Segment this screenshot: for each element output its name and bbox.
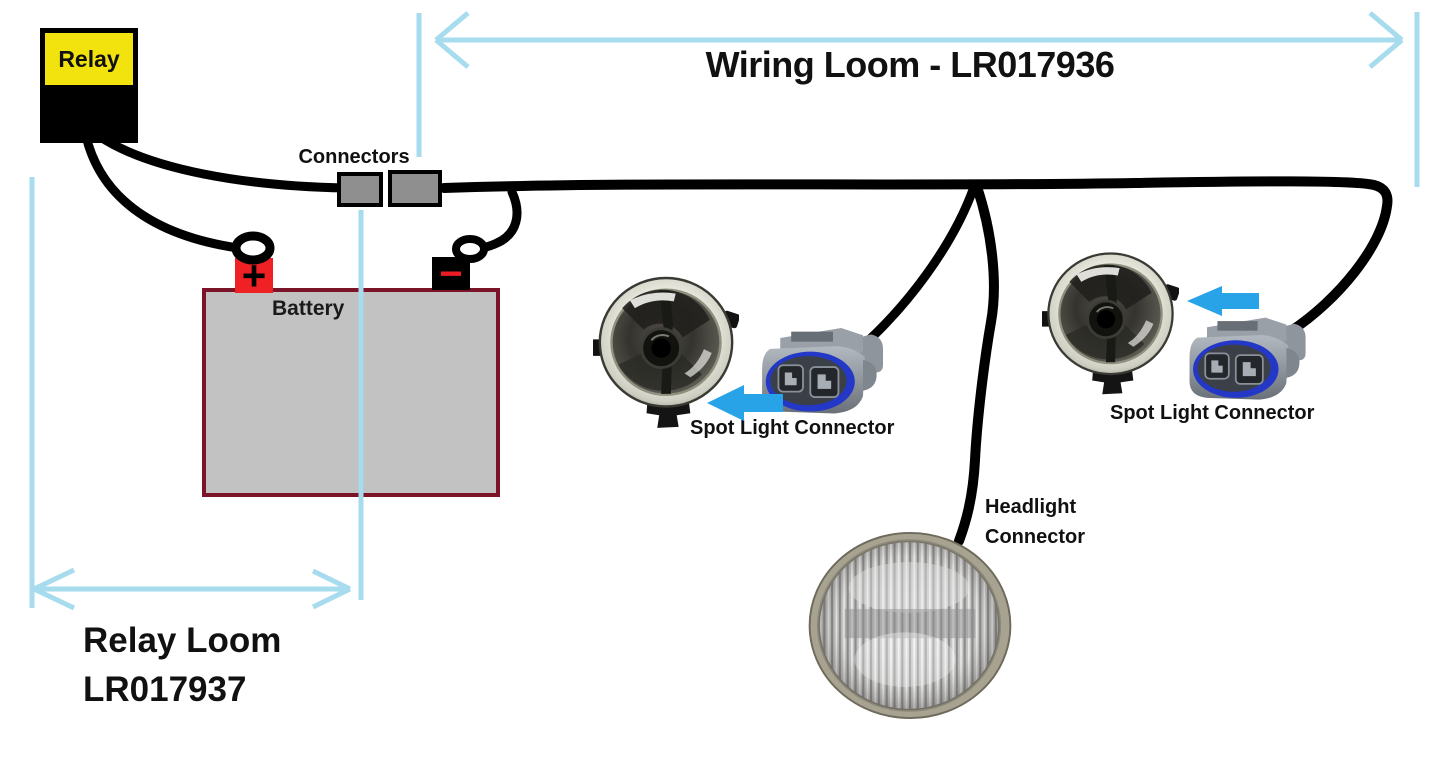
relay: Relay: [40, 28, 138, 143]
spot-light-connector-label-right: Spot Light Connector: [1110, 402, 1315, 424]
headlight-connector-label: Headlight Connector: [985, 496, 1085, 548]
wiring-loom-arrow: [434, 11, 1404, 69]
relay-label: Relay: [58, 45, 120, 72]
relay-label-plate: Relay: [45, 33, 133, 85]
battery-box: [202, 288, 500, 497]
negative-ring-terminal: [452, 235, 488, 263]
connectors-label: Connectors: [298, 146, 410, 168]
spot-arrow-left-icon: [707, 385, 783, 421]
wire-branch-to-headlight: [954, 182, 999, 546]
spot-light-right: [1042, 247, 1179, 398]
spot-light-connector-label-left: Spot Light Connector: [690, 417, 895, 439]
spot-arrow-right-icon: [1187, 286, 1259, 316]
wire-relay-to-positive-terminal: [81, 131, 243, 253]
relay-loom-arrow: [32, 567, 352, 611]
headlight: [806, 531, 1014, 721]
battery-label: Battery: [272, 297, 345, 320]
wire-branch-to-left-spot-connector: [853, 182, 979, 355]
positive-ring-terminal: [231, 231, 275, 265]
wire-main-loom: [439, 176, 1393, 336]
connector-box-2: [388, 170, 442, 207]
spot-light-connector-right: [1180, 308, 1316, 404]
negative-terminal: −: [432, 251, 470, 296]
relay-loom-label: Relay Loom LR017937: [83, 616, 281, 714]
relay-loom-line1: Relay Loom: [83, 621, 282, 660]
wire-relay-to-connectors: [94, 131, 350, 193]
relay-loom-line2: LR017937: [83, 670, 247, 709]
negative-symbol: −: [439, 251, 463, 296]
connector-box-1: [337, 172, 383, 207]
wiring-loom-title: Wiring Loom - LR017936: [705, 44, 1115, 85]
